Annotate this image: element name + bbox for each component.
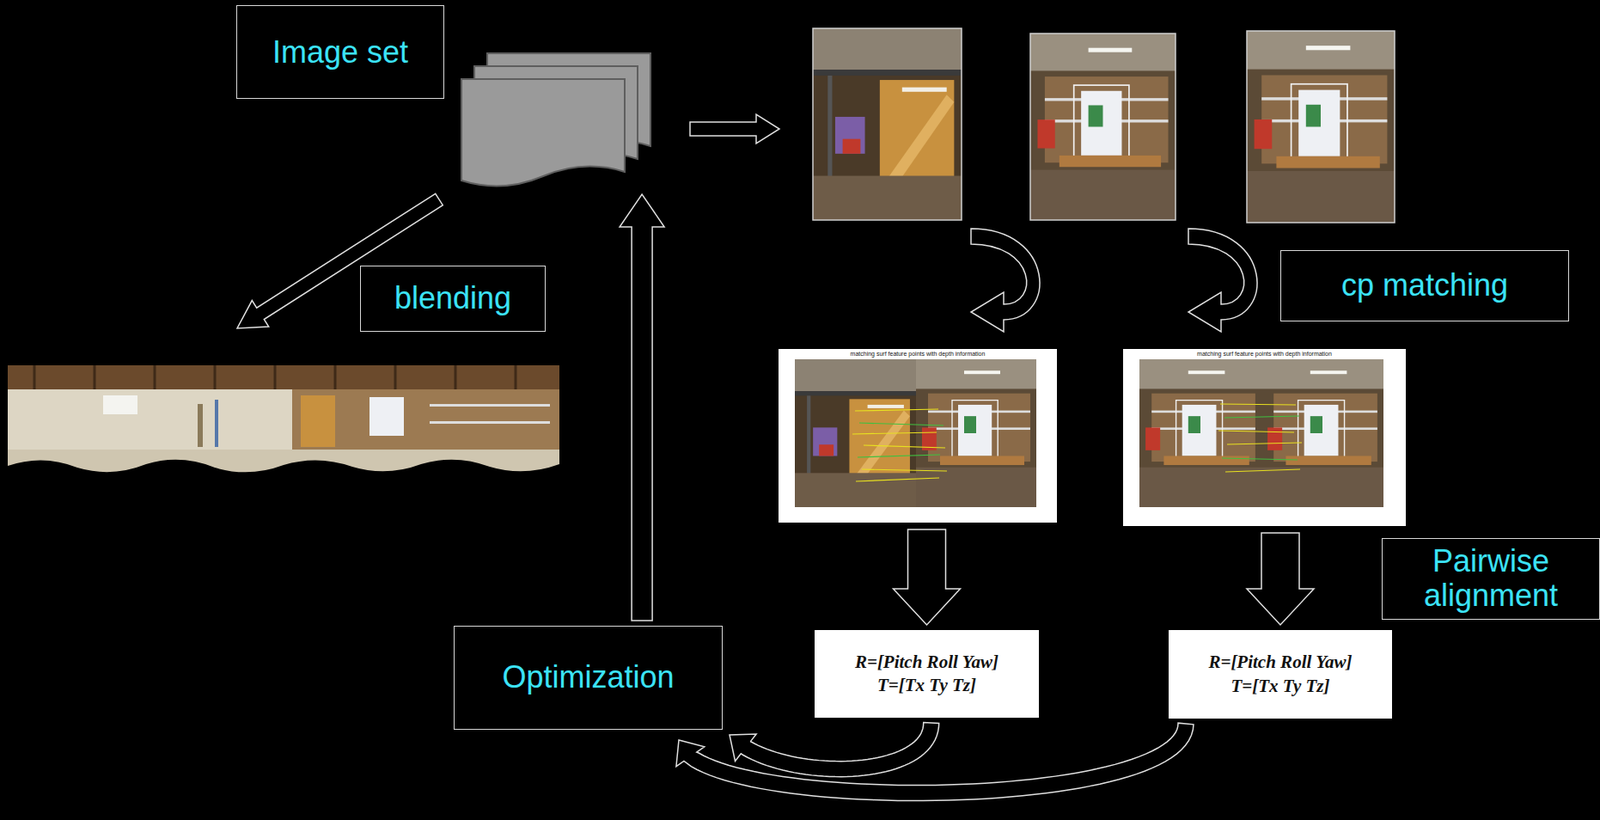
hollow-arrow [676, 722, 1194, 800]
ceiling [7, 365, 560, 390]
hollow-arrow [1246, 532, 1314, 625]
shelf [429, 403, 550, 407]
match-line [852, 432, 937, 434]
photo-border [812, 28, 962, 220]
photo [1139, 359, 1262, 507]
match-line [1224, 415, 1300, 418]
photo [1261, 359, 1384, 507]
photo [812, 28, 962, 220]
figure-frame [778, 348, 1057, 523]
step-label: Optimization [453, 625, 723, 730]
beams [34, 365, 516, 390]
pose-box: R=[Pitch Roll Yaw]T=[Tx Ty Tz] [1168, 629, 1393, 719]
match-figure: matching surf feature points with depth … [778, 348, 1057, 523]
photo [1030, 33, 1176, 220]
match-line [1225, 469, 1301, 472]
node-text: Optimization [501, 659, 674, 695]
sheet [461, 79, 625, 186]
hollow-curved-arrow [970, 228, 1040, 332]
window [103, 395, 138, 415]
step-label: cp matching [1280, 250, 1570, 322]
node-text: matching surf feature points with depth … [1196, 348, 1332, 358]
hollow-arrow [893, 529, 961, 625]
feature-matches [852, 409, 947, 482]
photo-border [1246, 30, 1395, 223]
photo-border [1030, 33, 1176, 220]
node-text: T=[Tx Ty Tz] [877, 673, 977, 697]
photo [1246, 30, 1395, 223]
wavy-edge [7, 459, 560, 475]
match-line [854, 409, 939, 411]
node-text: Image set [236, 5, 445, 99]
photo [916, 359, 1037, 507]
match-line [859, 422, 944, 426]
match-figure: matching surf feature points with depth … [1123, 348, 1406, 526]
stairs [300, 395, 336, 447]
feature-matches [1218, 403, 1302, 472]
image-set: Image set [236, 5, 655, 190]
node-text: matching surf feature points with depth … [850, 348, 986, 358]
match-line [857, 454, 941, 458]
image-stack-icon [461, 53, 651, 186]
match-line [861, 469, 947, 471]
match-line [1227, 442, 1302, 445]
match-line [863, 445, 946, 448]
hollow-arrow [619, 194, 665, 621]
node-text: R=[Pitch Roll Yaw] [1208, 650, 1352, 674]
shelves [292, 389, 560, 450]
shelf [429, 421, 550, 424]
step-label: Pairwise alignment [1381, 537, 1600, 620]
ladder [197, 403, 203, 447]
match-line [1218, 430, 1295, 433]
match-line [1220, 403, 1296, 405]
match-line [1221, 458, 1298, 460]
node-text: R=[Pitch Roll Yaw] [854, 650, 999, 674]
figure-frame [1123, 348, 1406, 526]
node-text: cp matching [1341, 268, 1509, 303]
wall [7, 365, 560, 475]
tool [214, 399, 219, 447]
floor [7, 449, 560, 475]
hollow-curved-arrow [1188, 228, 1258, 332]
step-label: blending [360, 265, 546, 332]
match-line [855, 477, 940, 482]
node-text: Pairwise alignment [1392, 543, 1589, 614]
hollow-arrow [690, 114, 780, 144]
node-text: blending [394, 280, 512, 316]
bags [369, 396, 404, 436]
node-text: T=[Tx Ty Tz] [1231, 674, 1331, 698]
hollow-arrow [729, 721, 940, 776]
panorama [7, 365, 560, 475]
pose-box: R=[Pitch Roll Yaw]T=[Tx Ty Tz] [814, 629, 1039, 718]
